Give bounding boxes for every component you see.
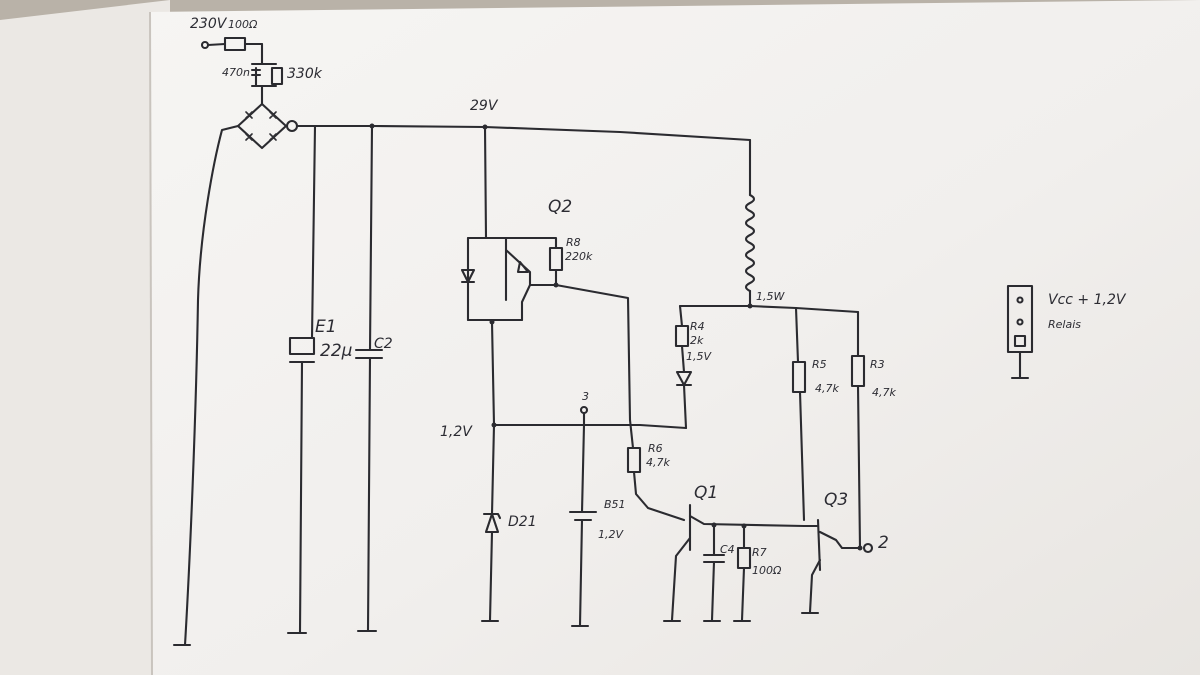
- label-connector-vcc: Vcc + 1,2V: [1048, 292, 1127, 308]
- input-section: [172, 36, 299, 647]
- label-input-parallel-resistor: 330k: [287, 66, 323, 82]
- label-b1: B51: [604, 498, 626, 511]
- label-r4-extra: 1,5V: [686, 350, 712, 363]
- capacitor-e1: [286, 124, 317, 635]
- label-input-voltage: 230V: [190, 16, 228, 32]
- label-r4: R4: [690, 320, 705, 333]
- label-r6-value: 4,7k: [646, 456, 670, 469]
- label-r6: R6: [648, 442, 663, 455]
- label-r5-value: 4,7k: [815, 382, 839, 395]
- capacitor-c2: [354, 124, 384, 633]
- label-r8: R8: [566, 236, 581, 249]
- label-q2: Q2: [548, 197, 572, 217]
- label-node-3: 3: [582, 390, 589, 403]
- label-r7: R7: [752, 546, 767, 559]
- transistor-q1-block: [626, 418, 806, 623]
- label-r4-value: 2k: [690, 334, 704, 347]
- label-rail-voltage: 29V: [470, 98, 499, 114]
- under-paper: [0, 0, 170, 675]
- label-r5: R5: [812, 358, 827, 371]
- label-connector-relais: Relais: [1048, 318, 1081, 331]
- relay-connector: [1006, 284, 1034, 380]
- label-output-node: 2: [878, 533, 889, 553]
- label-r8-value: 220k: [565, 250, 593, 263]
- label-e1: E1: [315, 317, 337, 337]
- inductor-and-rail-right: [674, 193, 866, 551]
- transistor-q2-block: [460, 125, 632, 427]
- label-d1: D21: [508, 514, 537, 530]
- node-1v2: [480, 405, 688, 628]
- label-r3: R3: [870, 358, 885, 371]
- label-c4: C4: [720, 543, 735, 556]
- label-q1: Q1: [694, 483, 718, 503]
- label-input-resistor: 100Ω: [228, 18, 258, 31]
- paper-edge: [149, 11, 153, 675]
- label-node-voltage: 1,2V: [440, 424, 473, 440]
- label-q3: Q3: [824, 490, 848, 510]
- label-b1-value: 1,2V: [598, 528, 624, 541]
- label-c2: C2: [374, 336, 393, 352]
- label-e1-value: 22µ: [320, 341, 353, 361]
- label-inductor: 1,5W: [756, 290, 785, 303]
- label-r3-value: 4,7k: [872, 386, 896, 399]
- transistor-q3-block: [800, 518, 874, 615]
- label-input-capacitor: 470n: [222, 66, 250, 79]
- label-r7-value: 100Ω: [752, 564, 782, 577]
